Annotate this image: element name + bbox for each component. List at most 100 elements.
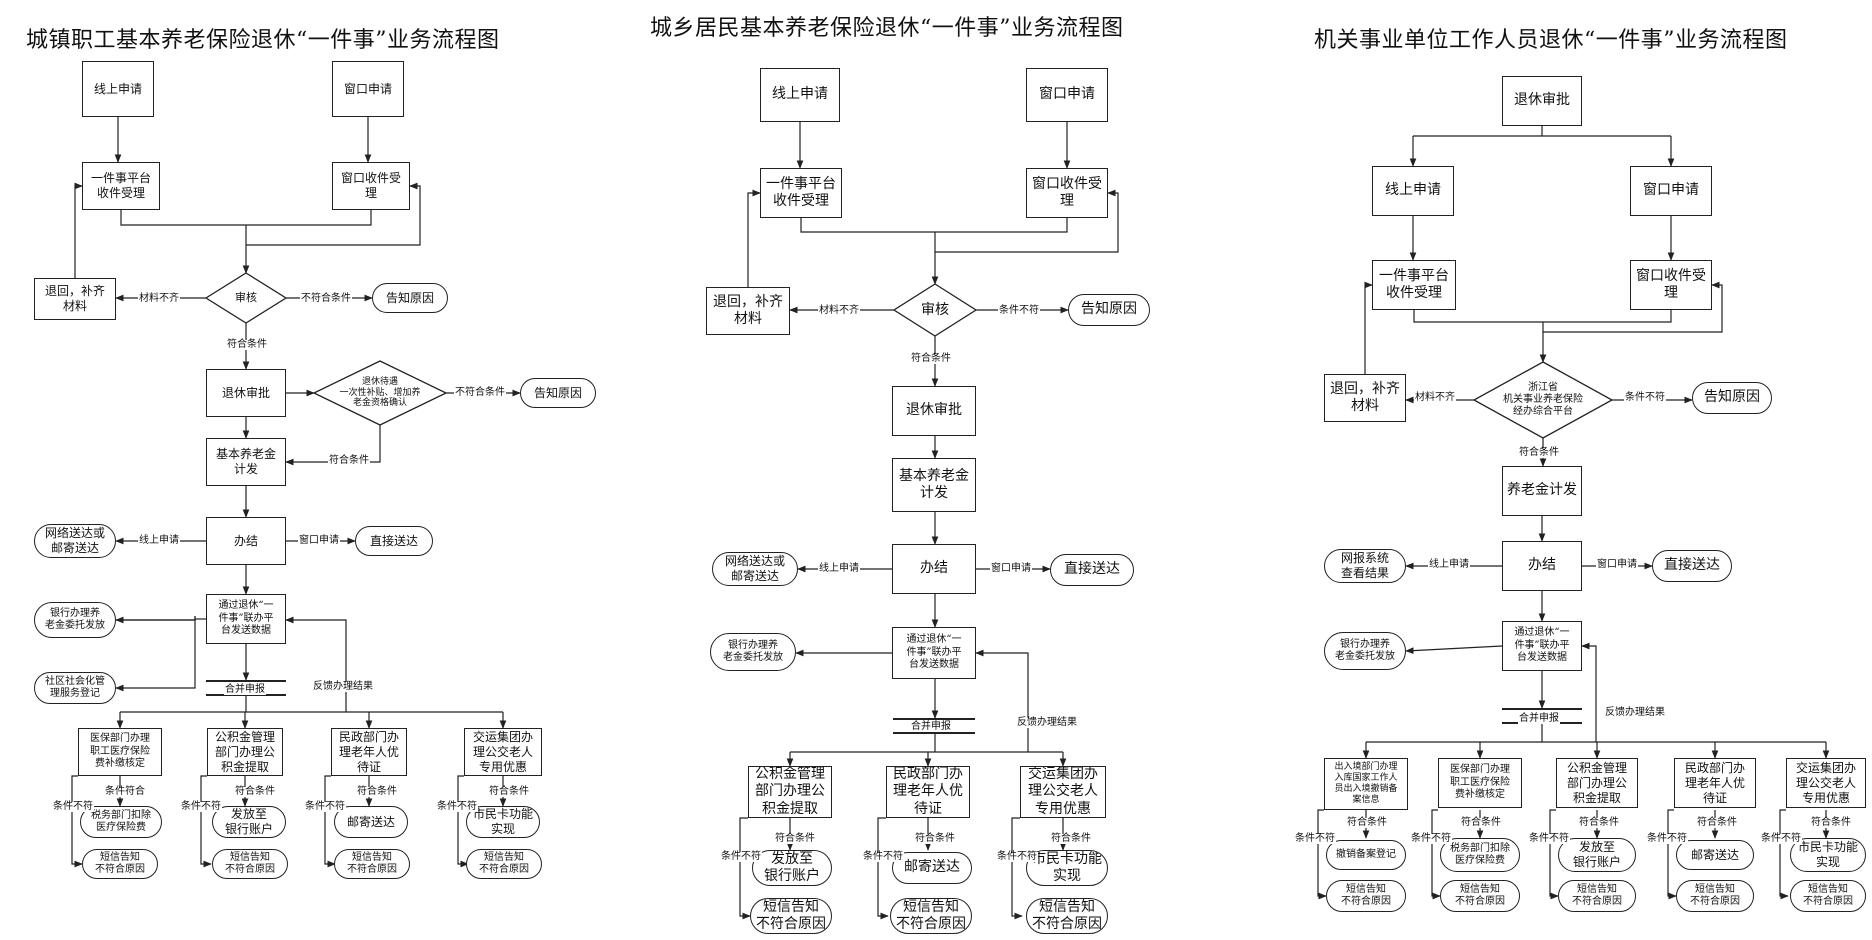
connector-2 — [120, 210, 246, 226]
d1-review-label: 审核 — [235, 291, 257, 305]
diagram-title-urban-employee: 城镇职工基本养老保险退休“一件事”业务流程图 — [26, 28, 500, 53]
d1-merge-bar-0 — [206, 680, 286, 682]
d3-citizen-card: 市民卡功能 实现 — [1790, 838, 1866, 872]
d2-civil-dept-box: 民政部门办 理老年人优 待证 — [886, 766, 970, 818]
connector-101 — [1779, 809, 1789, 900]
d2-notify-reason: 告知原因 — [1068, 294, 1150, 326]
d2-edge-label: 符合条件 — [774, 833, 816, 844]
d3-edge-label: 符合条件 — [1518, 447, 1560, 458]
d1-pension-calc-box: 基本养老金 计发 — [206, 438, 286, 486]
connector-42 — [747, 189, 761, 287]
d3-cancel-record: 撤销备案登记 — [1326, 840, 1406, 870]
d3-sms-notify-1: 短信告知 不符合原因 — [1326, 880, 1406, 912]
d1-edge-label: 条件不符 — [52, 801, 94, 812]
d3-edge-label: 条件不符 — [1294, 833, 1336, 844]
d3-edge-label: 符合条件 — [1460, 817, 1502, 828]
d3-retire-approval-top-box: 退休审批 — [1502, 76, 1582, 126]
d3-pension-calc-box: 养老金计发 — [1502, 466, 1582, 516]
d1-medical-dept-box: 医保部门办理 职工医疗保险 费补缴核定 — [78, 728, 162, 776]
d2-bank-account: 发放至 银行账户 — [752, 850, 832, 886]
d2-edge-label: 符合条件 — [914, 833, 956, 844]
connector-99 — [1667, 809, 1677, 900]
d2-complete-box: 办结 — [892, 544, 976, 594]
d1-platform-receive-box: 一件事平台 收件受理 — [82, 162, 160, 210]
d2-edge-label: 窗口申请 — [990, 563, 1032, 574]
connector-37 — [800, 218, 935, 233]
d2-sms-notify-1: 短信告知 不符合原因 — [750, 898, 832, 934]
connector-3 — [246, 210, 372, 226]
d2-send-data-box: 通过退休“一 件事”联办平 台发送数据 — [892, 627, 976, 679]
connector-97 — [1549, 809, 1559, 900]
d1-window-receive-box: 窗口收件受 理 — [332, 162, 410, 210]
connector-28 — [71, 775, 83, 868]
connector-71 — [1543, 310, 1672, 323]
connector-61 — [877, 817, 889, 920]
d2-pension-calc-box: 基本养老金 计发 — [892, 458, 976, 512]
d2-edge-label: 条件不符 — [998, 305, 1040, 316]
d2-edge-label: 条件不符 — [720, 851, 762, 862]
d2-window-apply-box: 窗口申请 — [1026, 68, 1108, 122]
d1-edge-label: 合并申报 — [224, 684, 266, 695]
d3-direct-delivery: 直接送达 — [1652, 550, 1732, 582]
connector-70 — [1413, 310, 1543, 323]
d2-fund-dept-box: 公积金管理 部门办理公 积金提取 — [748, 766, 832, 818]
d1-sms-notify-2: 短信告知 不符合原因 — [212, 849, 288, 879]
d2-online-apply-box: 线上申请 — [760, 68, 840, 122]
connector-57 — [975, 649, 1029, 752]
d2-return-supplement-box: 退回，补齐 材料 — [706, 287, 790, 335]
d3-edge-label: 符合条件 — [1578, 817, 1620, 828]
d1-edge-label: 条件不符 — [436, 801, 478, 812]
d1-bank-account: 发放至 银行账户 — [212, 806, 286, 838]
d3-sms-notify-2: 短信告知 不符合原因 — [1440, 880, 1520, 912]
d1-transport-dept-box: 交运集团办 理公交老人 专用优惠 — [464, 728, 542, 776]
d1-bank-entrust: 银行办理养 老金委托发放 — [34, 602, 116, 638]
connector-16 — [115, 616, 196, 692]
d2-window-receive-box: 窗口收件受 理 — [1026, 168, 1108, 218]
diagram-title-urban-rural-resident: 城乡居民基本养老保险退休“一件事”业务流程图 — [650, 16, 1124, 41]
d2-review-label: 审核 — [921, 301, 949, 318]
d2-edge-label: 符合条件 — [1050, 833, 1092, 844]
d2-edge-label: 条件不符 — [862, 851, 904, 862]
d1-fund-dept-box: 公积金管理 部门办理公 积金提取 — [207, 728, 283, 776]
d3-provincial-platform-label: 浙江省 机关事业养老保险 经办综合平台 — [1503, 382, 1583, 417]
connector-63 — [1011, 817, 1023, 920]
d1-direct-delivery: 直接送达 — [355, 526, 433, 556]
d3-complete-box: 办结 — [1502, 541, 1582, 591]
connector-6 — [74, 182, 83, 278]
d1-edge-label: 反馈办理结果 — [312, 681, 374, 692]
d1-sms-notify-3: 短信告知 不符合原因 — [334, 849, 410, 879]
d1-edge-label: 不符合条件 — [300, 293, 352, 304]
d3-edge-label: 符合条件 — [1696, 817, 1738, 828]
d3-edge-label: 条件不符 — [1760, 833, 1802, 844]
d3-tax-deduct: 税务部门扣除 医疗保险费 — [1440, 838, 1520, 872]
d2-direct-delivery: 直接送达 — [1050, 554, 1134, 586]
d3-platform-receive-box: 一件事平台 收件受理 — [1372, 260, 1456, 310]
connector-91 — [1581, 642, 1597, 742]
d1-online-apply-box: 线上申请 — [82, 61, 154, 117]
d3-sms-notify-3: 短信告知 不符合原因 — [1558, 880, 1636, 912]
d2-edge-label: 条件不符 — [996, 851, 1038, 862]
d3-merge-bar-0 — [1502, 708, 1582, 710]
connector-82 — [1405, 645, 1503, 654]
d1-sms-notify-1: 短信告知 不符合原因 — [82, 849, 158, 879]
d1-retire-approval-box: 退休审批 — [206, 369, 286, 417]
connector-17 — [115, 616, 196, 624]
connector-73 — [1543, 281, 1723, 333]
d3-sms-notify-4: 短信告知 不符合原因 — [1676, 880, 1754, 912]
connector-32 — [324, 775, 336, 868]
d1-edge-label: 条件符合 — [104, 786, 146, 797]
d3-sms-notify-5: 短信告知 不符合原因 — [1790, 880, 1866, 912]
d2-review-diamond: 审核 — [894, 284, 976, 336]
d3-edge-label: 线上申请 — [1428, 559, 1470, 570]
d2-edge-label: 线上申请 — [818, 563, 860, 574]
d3-online-result-view: 网报系统 查看结果 — [1324, 549, 1406, 583]
d2-sms-notify-3: 短信告知 不符合原因 — [1026, 898, 1108, 934]
d1-merge-bar-1 — [206, 694, 286, 696]
connector-5 — [246, 182, 421, 246]
d2-merge-bar-1 — [893, 732, 975, 734]
d3-fund-dept-box: 公积金管理 部门办理公 积金提取 — [1556, 758, 1638, 808]
d3-bank-account: 发放至 银行账户 — [1558, 838, 1636, 872]
d3-edge-label: 合并申报 — [1518, 713, 1560, 724]
d3-edge-label: 反馈办理结果 — [1604, 707, 1666, 718]
